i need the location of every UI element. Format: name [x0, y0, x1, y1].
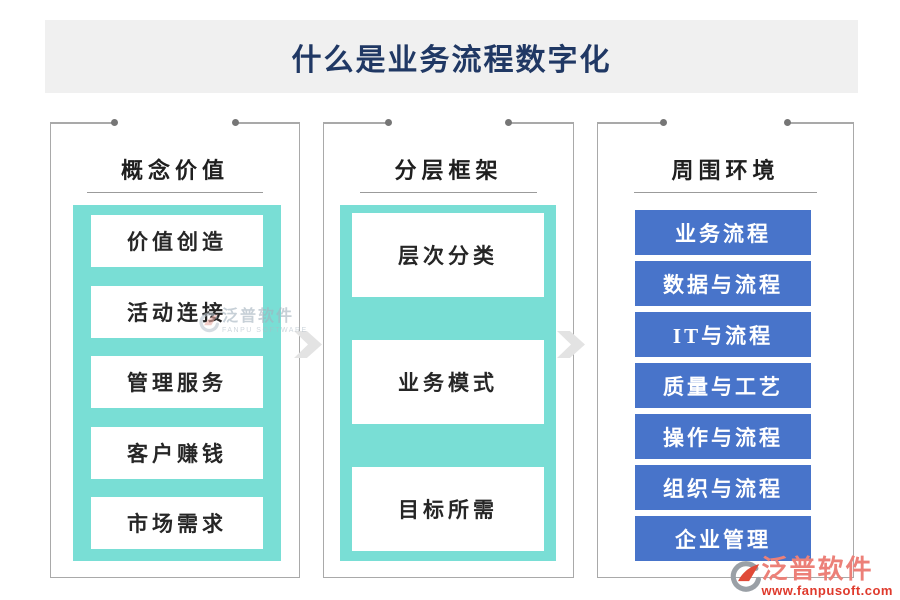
column-layered-framework: 分层框架 层次分类业务模式目标所需: [323, 119, 574, 578]
frame-corner-line: [505, 119, 574, 125]
diagram-item: 活动连接: [91, 285, 263, 338]
diagram-item: 目标所需: [352, 467, 544, 551]
header-underline: [360, 192, 537, 193]
frame-corner-line: [50, 119, 119, 125]
header-underline: [634, 192, 817, 193]
column-concept-value: 概念价值 价值创造活动连接管理服务客户赚钱市场需求: [50, 119, 300, 578]
column-header: 分层框架: [394, 158, 503, 183]
fanpu-brand: 泛普软件: [761, 555, 874, 584]
frame-corner-line: [783, 119, 854, 125]
diagram-item: 组织与流程: [635, 465, 811, 510]
diagram-item: 业务模式: [352, 340, 544, 424]
diagram-item: 价值创造: [91, 215, 263, 267]
diagram-item: 市场需求: [91, 497, 263, 549]
column-surrounding-environment: 周围环境 业务流程数据与流程 IT与流程质量与工艺操作与流程组织与流程企业管理: [597, 119, 854, 578]
fanpu-logo-text: 泛普软件 www.fanpusoft.com: [761, 555, 893, 598]
title-banner: 什么是业务流程数字化: [45, 20, 858, 93]
layered-framework-panel: 层次分类业务模式目标所需: [340, 205, 556, 561]
frame-corner-line: [231, 119, 300, 125]
diagram-item: 企业管理: [635, 516, 811, 561]
watermark-logo: 泛普软件 FANPU SOFTWARE: [197, 309, 308, 334]
diagram-item: 数据与流程: [635, 261, 811, 306]
brand-swoosh-icon: [199, 312, 219, 333]
diagram-item: 客户赚钱: [91, 426, 263, 479]
concept-value-panel: 价值创造活动连接管理服务客户赚钱市场需求: [73, 205, 281, 561]
fanpu-logo: 泛普软件 www.fanpusoft.com: [727, 557, 893, 597]
fanpu-url: www.fanpusoft.com: [761, 583, 893, 598]
page-title: 什么是业务流程数字化: [291, 43, 612, 77]
column-header: 概念价值: [120, 158, 229, 183]
brand-swoosh-icon: [731, 561, 762, 592]
watermark-brand: 泛普软件: [222, 308, 295, 325]
frame-corner-line: [323, 119, 392, 125]
frame-corner-line: [597, 119, 668, 125]
environment-list: 业务流程数据与流程 IT与流程质量与工艺操作与流程组织与流程企业管理: [635, 210, 811, 561]
column-header: 周围环境: [671, 158, 780, 183]
diagram-item: 层次分类: [352, 213, 544, 297]
header-underline: [87, 192, 263, 193]
diagram-item: 质量与工艺: [635, 363, 811, 408]
diagram-item: 业务流程: [635, 210, 811, 255]
watermark-text: 泛普软件 FANPU SOFTWARE: [222, 308, 308, 335]
diagram-item: 操作与流程: [635, 414, 811, 459]
diagram-item: IT与流程: [635, 312, 811, 357]
diagram-item: 管理服务: [91, 356, 263, 408]
watermark-subtitle: FANPU SOFTWARE: [222, 327, 308, 334]
